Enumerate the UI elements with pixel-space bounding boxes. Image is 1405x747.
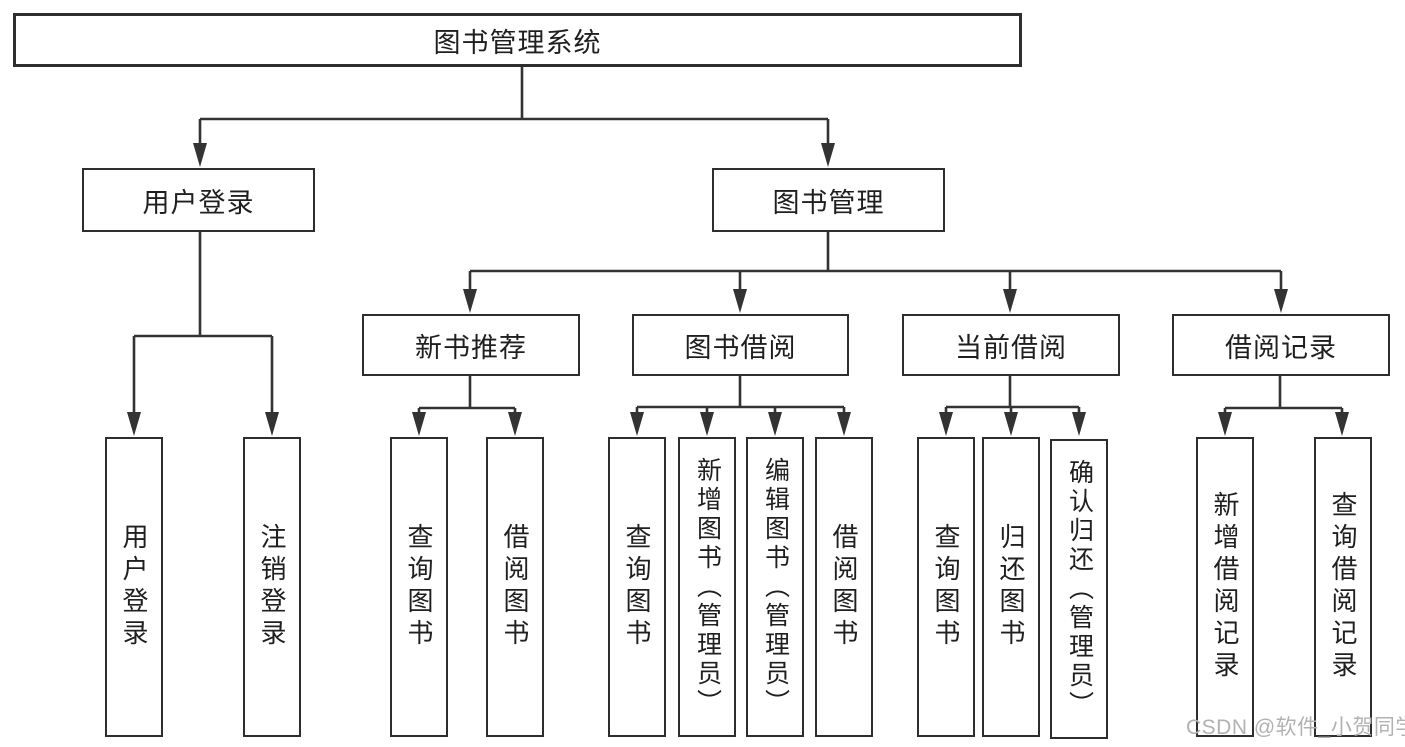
arrow-icon xyxy=(1274,289,1288,313)
arrow-icon xyxy=(630,412,644,436)
node-user-login: 用户登录 xyxy=(82,168,315,232)
arrow-icon xyxy=(265,412,279,436)
leaf-label: 确认归还（管理员） xyxy=(1065,458,1094,720)
node-label: 图书借阅 xyxy=(684,332,797,363)
arrow-icon xyxy=(837,412,851,436)
leaf-query-books-current: 查询图书 xyxy=(917,437,975,737)
node-label: 图书管理系统 xyxy=(433,27,602,58)
edge-borrow-to-leaves xyxy=(635,376,846,414)
leaf-borrow-books-recommend: 借阅图书 xyxy=(486,437,544,737)
edge-recommend-to-leaves xyxy=(417,376,517,414)
arrow-icon xyxy=(127,412,141,436)
leaf-logout-login: 注销登录 xyxy=(243,437,301,737)
edge-record-to-leaves xyxy=(1223,376,1344,414)
node-label: 当前借阅 xyxy=(955,332,1067,363)
csdn-watermark: CSDN @软件_小贺同学 xyxy=(1186,716,1405,739)
arrow-icon xyxy=(733,289,747,313)
leaf-query-borrow-record: 查询借阅记录 xyxy=(1314,437,1372,737)
node-current-borrow: 当前借阅 xyxy=(902,314,1120,376)
edge-userlogin-to-leaves xyxy=(132,232,274,414)
leaf-label: 注销登录 xyxy=(257,523,287,651)
node-book-management: 图书管理 xyxy=(712,168,945,232)
node-book-borrow: 图书借阅 xyxy=(632,314,849,376)
node-library-management-system: 图书管理系统 xyxy=(13,13,1022,67)
edge-current-to-leaves xyxy=(944,376,1081,414)
leaf-borrow-books-borrow: 借阅图书 xyxy=(815,437,873,737)
leaf-add-borrow-record: 新增借阅记录 xyxy=(1196,437,1254,737)
edge-root-to-level2 xyxy=(198,66,830,145)
leaf-add-books-admin: 新增图书（管理员） xyxy=(678,437,736,737)
leaf-label: 查询图书 xyxy=(931,523,961,651)
leaf-query-books-recommend: 查询图书 xyxy=(390,437,448,737)
arrow-icon xyxy=(700,412,714,436)
arrow-icon xyxy=(821,143,835,167)
arrow-icon xyxy=(1218,412,1232,436)
arrow-icon xyxy=(1003,289,1017,313)
leaf-label: 查询图书 xyxy=(622,523,652,651)
leaf-label: 归还图书 xyxy=(996,523,1026,651)
leaf-query-books-borrow: 查询图书 xyxy=(608,437,666,737)
arrow-icon xyxy=(193,143,207,167)
leaf-label: 用户登录 xyxy=(119,523,149,651)
arrow-icon xyxy=(1335,412,1349,436)
node-label: 用户登录 xyxy=(142,187,255,218)
arrow-icon xyxy=(1072,412,1086,436)
leaf-label: 借阅图书 xyxy=(829,523,859,651)
arrow-icon xyxy=(463,289,477,313)
node-new-book-recommend: 新书推荐 xyxy=(362,314,580,376)
leaf-return-books: 归还图书 xyxy=(982,437,1040,737)
arrowheads xyxy=(127,143,1349,436)
arrow-icon xyxy=(412,412,426,436)
leaf-label: 编辑图书（管理员） xyxy=(761,456,790,718)
arrow-icon xyxy=(939,412,953,436)
leaf-label: 新增借阅记录 xyxy=(1210,491,1240,683)
leaf-label: 查询借阅记录 xyxy=(1328,491,1358,683)
leaf-label: 查询图书 xyxy=(404,523,434,651)
node-label: 新书推荐 xyxy=(415,332,527,363)
leaf-user-login: 用户登录 xyxy=(105,437,163,737)
edge-bookmgmt-to-level3 xyxy=(468,231,1283,291)
leaf-label: 新增图书（管理员） xyxy=(693,456,722,718)
node-borrow-record: 借阅记录 xyxy=(1172,314,1390,376)
node-label: 借阅记录 xyxy=(1225,332,1337,363)
node-label: 图书管理 xyxy=(772,187,885,218)
arrow-icon xyxy=(768,412,782,436)
leaf-label: 借阅图书 xyxy=(500,523,530,651)
arrow-icon xyxy=(1004,412,1018,436)
leaf-edit-books-admin: 编辑图书（管理员） xyxy=(746,437,804,737)
leaf-confirm-return-admin: 确认归还（管理员） xyxy=(1050,439,1108,739)
arrow-icon xyxy=(508,412,522,436)
